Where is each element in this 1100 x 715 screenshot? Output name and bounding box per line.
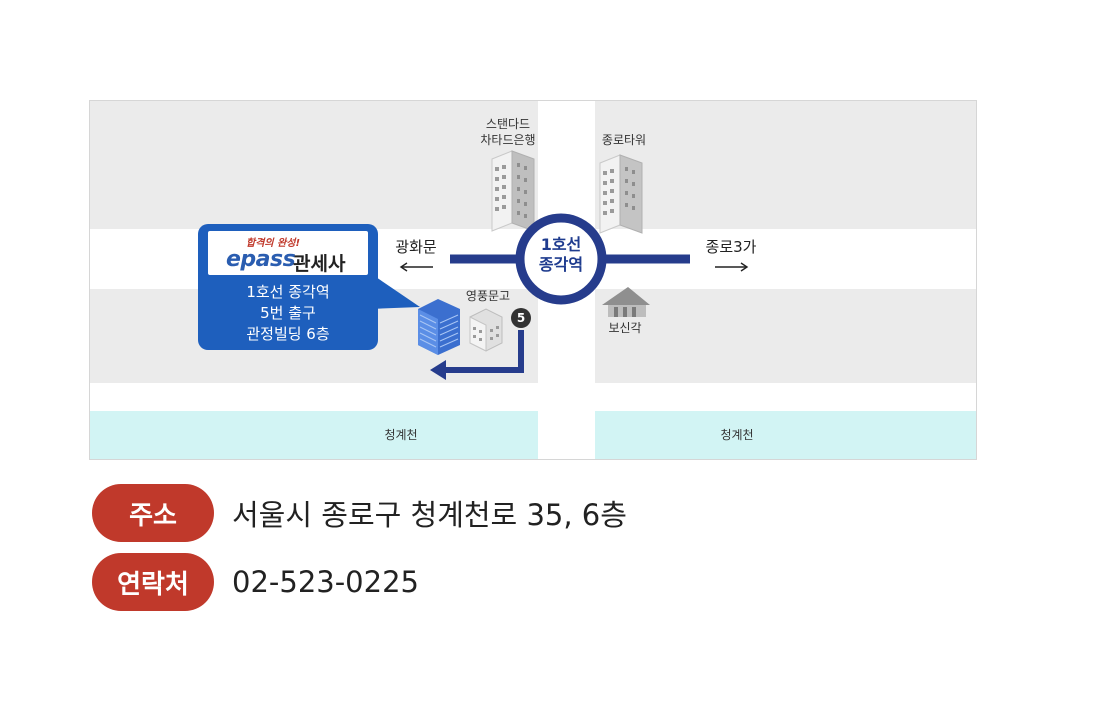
arrow-east-icon bbox=[715, 262, 749, 272]
label-gwanghwamun: 광화문 bbox=[395, 238, 437, 256]
exit-number: 5 bbox=[516, 311, 526, 325]
arrow-west-icon bbox=[399, 262, 433, 272]
route-arrow bbox=[430, 330, 524, 380]
block-northwest bbox=[90, 101, 538, 229]
label-youngpoong: 영풍문고 bbox=[465, 289, 511, 303]
label-jongno-tower: 종로타워 bbox=[601, 133, 647, 147]
callout-line: 5번 출구 bbox=[260, 304, 316, 322]
station-name: 종각역 bbox=[538, 255, 584, 274]
stream-east bbox=[595, 411, 976, 459]
callout-line: 1호선 종각역 bbox=[246, 283, 330, 301]
contact-label-pill: 연락처 bbox=[92, 553, 214, 611]
label-line: 차타드은행 bbox=[480, 133, 536, 147]
building-bosingak bbox=[602, 287, 650, 317]
building-standard-chartered bbox=[491, 150, 535, 232]
building-youngpoong bbox=[469, 308, 503, 352]
callout-pointer bbox=[370, 273, 420, 309]
location-callout: 합격의 완성! epass 관세사 1호선 종각역 5번 출구 관정빌딩 6층 bbox=[198, 224, 378, 350]
block-southeast bbox=[595, 289, 976, 383]
building-jongno-tower bbox=[599, 154, 643, 234]
station-label: 1호선 종각역 bbox=[520, 235, 602, 275]
logo-brand: epass bbox=[226, 247, 296, 272]
logo-suffix: 관세사 bbox=[293, 253, 346, 275]
logo-slogan: 합격의 완성! bbox=[246, 238, 301, 249]
label-jongno3ga: 종로3가 bbox=[705, 238, 757, 256]
location-map[interactable]: 스탠다드 차타드은행 종로타워 영풍문고 보신각 광화문 종로3가 청계천 청계… bbox=[89, 100, 977, 460]
building-target bbox=[418, 299, 460, 355]
station-circle bbox=[515, 213, 607, 305]
callout-text: 1호선 종각역 5번 출구 관정빌딩 6층 bbox=[198, 282, 378, 345]
callout-line: 관정빌딩 6층 bbox=[246, 325, 330, 343]
stream-west bbox=[90, 411, 538, 459]
address-label-pill: 주소 bbox=[92, 484, 214, 542]
address-row: 주소 서울시 종로구 청계천로 35, 6층 bbox=[92, 484, 627, 542]
label-stream-west: 청계천 bbox=[384, 428, 418, 442]
exit-badge bbox=[511, 308, 531, 328]
epass-logo: 합격의 완성! epass 관세사 bbox=[208, 231, 368, 275]
label-line: 스탠다드 bbox=[485, 117, 531, 131]
contact-row: 연락처 02-523-0225 bbox=[92, 553, 419, 611]
map-graphics bbox=[90, 101, 976, 459]
block-northeast bbox=[595, 101, 976, 229]
station-line: 1호선 bbox=[540, 235, 582, 254]
phone-text[interactable]: 02-523-0225 bbox=[232, 565, 419, 599]
address-text: 서울시 종로구 청계천로 35, 6층 bbox=[232, 498, 627, 532]
label-stream-east: 청계천 bbox=[720, 428, 754, 442]
label-standard-chartered: 스탠다드 차타드은행 bbox=[463, 116, 553, 148]
label-bosingak: 보신각 bbox=[608, 321, 642, 335]
